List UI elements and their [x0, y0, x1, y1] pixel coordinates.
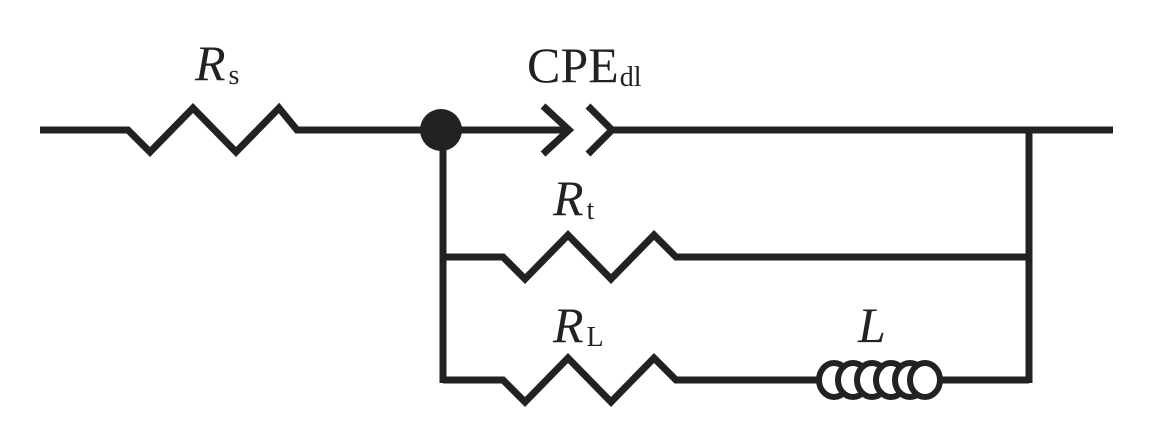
label-rl-symbol: R — [552, 297, 584, 353]
label-rs-symbol: R — [194, 35, 226, 91]
label-l-symbol: L — [857, 297, 886, 353]
label-rt-symbol: R — [552, 170, 584, 226]
cpe-left-chevron — [540, 103, 575, 157]
circuit-wires — [40, 102, 1113, 408]
inductor-coil-symbol — [816, 360, 943, 400]
label-cpe-subscript: dl — [620, 62, 642, 93]
label-cpe-symbol: CPE — [527, 37, 619, 93]
label-rt-subscript: t — [587, 195, 595, 226]
rl-resistor-symbol — [443, 352, 818, 408]
label-l: L — [857, 297, 886, 353]
label-cpe: CPEdl — [527, 37, 642, 93]
rt-resistor-symbol — [443, 229, 1029, 285]
inductor-loop — [907, 360, 943, 400]
junction-node-dot — [420, 109, 462, 151]
rs-resistor-symbol — [40, 102, 440, 158]
label-rs-subscript: s — [229, 60, 240, 91]
cpe-right-chevron — [585, 103, 617, 157]
label-rl-subscript: L — [587, 322, 604, 353]
